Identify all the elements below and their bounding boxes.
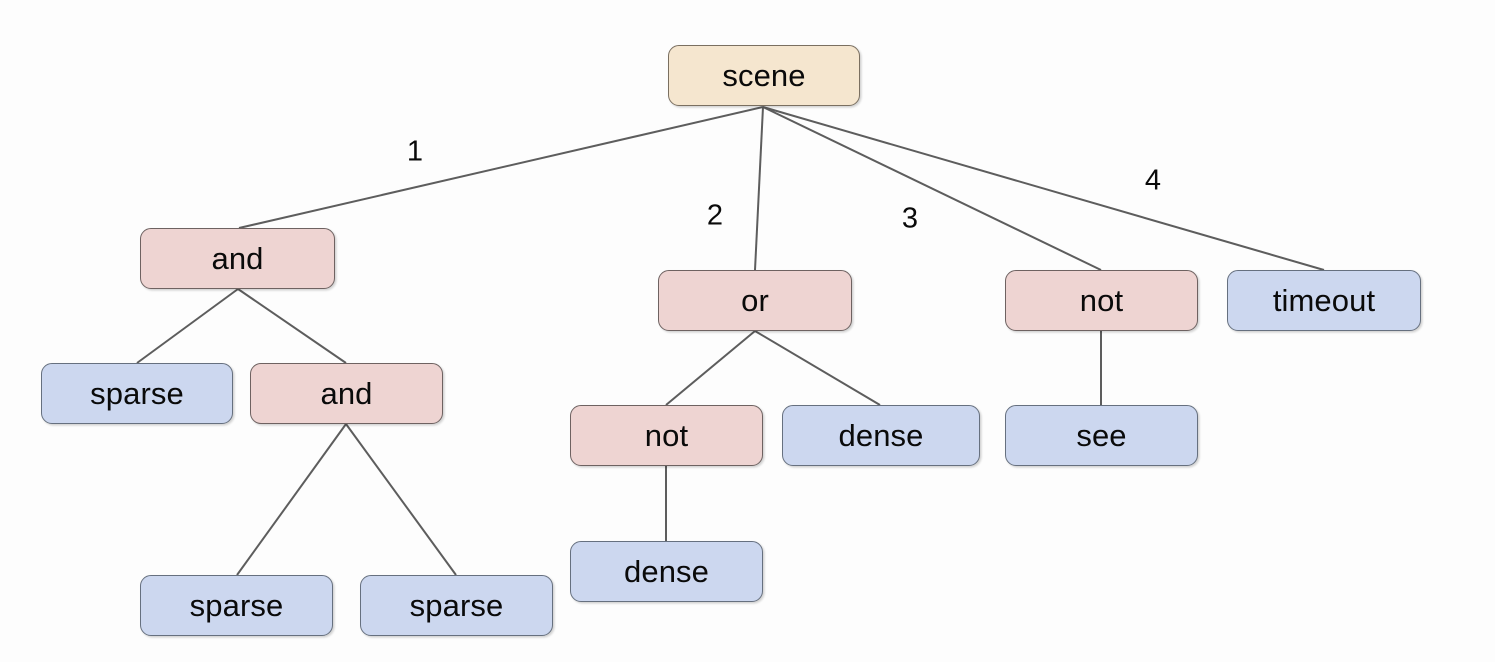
node-dense2[interactable]: dense — [570, 541, 763, 602]
node-label: scene — [722, 58, 806, 93]
node-not1[interactable]: not — [570, 405, 763, 466]
node-label: sparse — [409, 588, 504, 623]
node-and1[interactable]: and — [140, 228, 335, 289]
node-label: not — [644, 418, 689, 453]
edge-label-4: 4 — [1144, 164, 1162, 197]
node-timeout1[interactable]: timeout — [1227, 270, 1421, 331]
node-sparse1[interactable]: sparse — [41, 363, 233, 424]
node-see1[interactable]: see — [1005, 405, 1198, 466]
node-scene[interactable]: scene — [668, 45, 860, 106]
node-or1[interactable]: or — [658, 270, 852, 331]
node-label: sparse — [90, 376, 184, 411]
edge-scene-to-not2 — [762, 106, 1102, 271]
node-not2[interactable]: not — [1005, 270, 1198, 331]
edge-scene-to-timeout1 — [762, 106, 1325, 271]
edge-scene-to-and1 — [238, 106, 764, 229]
node-and2[interactable]: and — [250, 363, 443, 424]
node-sparse2[interactable]: sparse — [140, 575, 333, 636]
node-label: sparse — [189, 588, 284, 623]
edge-scene-to-or1 — [754, 106, 764, 271]
edge-label-3: 3 — [901, 202, 919, 235]
node-dense1[interactable]: dense — [782, 405, 980, 466]
node-sparse3[interactable]: sparse — [360, 575, 553, 636]
node-label: and — [211, 241, 264, 276]
edge-label-1: 1 — [406, 135, 424, 168]
node-label: timeout — [1272, 283, 1376, 318]
edge-label-2: 2 — [706, 199, 724, 232]
edge-and1-to-and2 — [237, 288, 347, 364]
edge-and1-to-sparse1 — [136, 288, 239, 364]
edge-and2-to-sparse2 — [236, 423, 347, 576]
node-label: dense — [838, 418, 924, 453]
edge-and2-to-sparse3 — [345, 423, 457, 576]
node-label: dense — [624, 554, 709, 589]
node-label: and — [320, 376, 373, 411]
edge-or1-to-not1 — [665, 330, 756, 406]
edge-or1-to-dense1 — [754, 330, 881, 406]
node-label: not — [1079, 283, 1124, 318]
node-label: see — [1076, 418, 1127, 453]
node-label: or — [741, 283, 769, 318]
